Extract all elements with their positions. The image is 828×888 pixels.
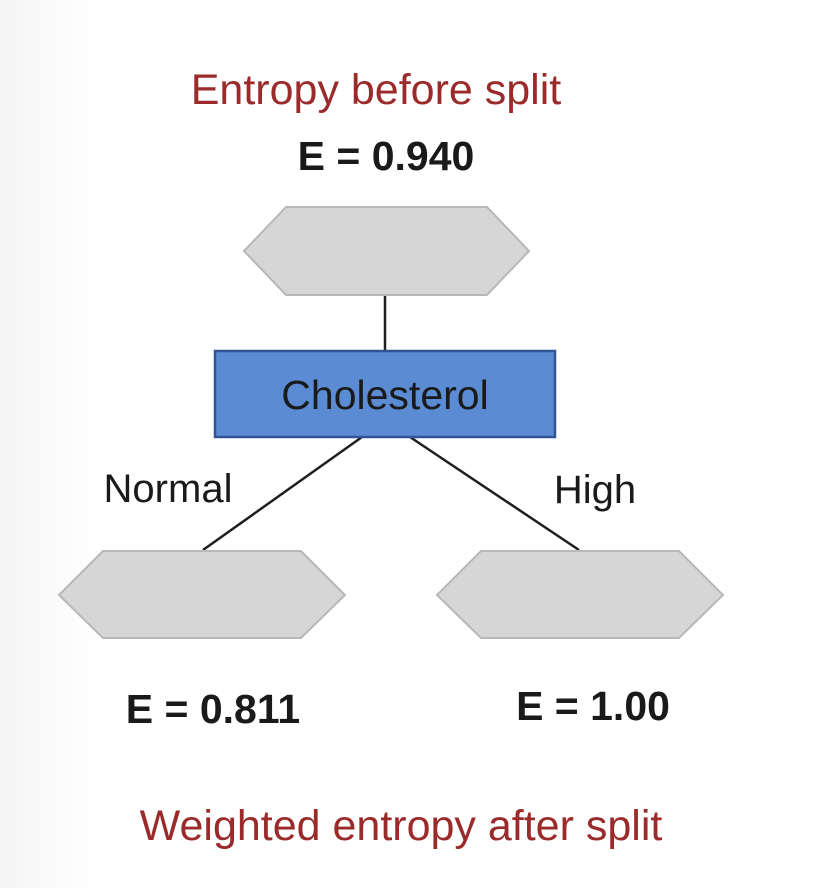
- bottom-caption: Weighted entropy after split: [140, 802, 663, 850]
- left-branch-label: Normal: [104, 467, 233, 511]
- left-child-hexagon: [57, 550, 347, 639]
- left-child-entropy: E = 0.811: [126, 686, 300, 732]
- left-branch-line: [202, 435, 363, 552]
- top-entropy-value: E = 0.940: [298, 133, 475, 179]
- right-child-entropy: E = 1.00: [516, 683, 670, 729]
- split-node-label: Cholesterol: [281, 372, 488, 418]
- split-node-box: [213, 349, 557, 439]
- parent-hexagon: [242, 206, 531, 296]
- right-child-hexagon: [435, 550, 725, 639]
- right-branch-label: High: [554, 468, 636, 512]
- right-branch-line: [409, 435, 580, 552]
- top-title: Entropy before split: [191, 66, 562, 114]
